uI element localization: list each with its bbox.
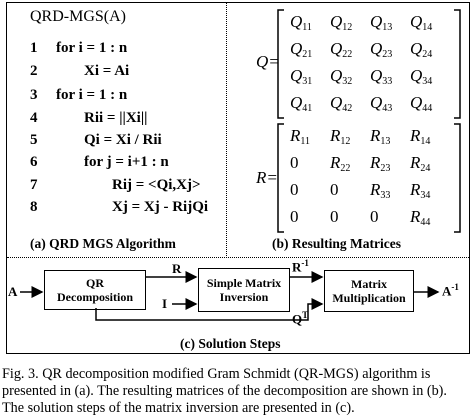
q-matrix-cell: Q42 (330, 93, 353, 114)
r-label: R (172, 261, 182, 276)
q-matrix-cell: Q44 (410, 93, 433, 114)
q-matrix-cell: Q22 (330, 39, 353, 60)
matrix-inversion-block: Simple Matrix Inversion (198, 268, 290, 312)
r-matrix-cell: 0 (330, 180, 339, 199)
r-matrix-brackets (277, 123, 461, 233)
qt-label: QT (292, 310, 309, 327)
r-matrix-cell: R33 (370, 180, 391, 201)
i-label: I (162, 296, 168, 311)
r-matrix-cell: R11 (290, 126, 311, 147)
matrix-multiplication-block: Matrix Multiplication (324, 270, 414, 312)
figure-frame (6, 2, 470, 354)
q-matrix-brackets (277, 9, 461, 119)
r-matrix-cell: R14 (410, 126, 431, 147)
r-matrix-cell: R34 (410, 180, 431, 201)
qr-decomposition-block: QR Decomposition (44, 270, 146, 310)
q-matrix-cell: Q43 (370, 93, 393, 114)
panel-b-caption: (b) Resulting Matrices (272, 236, 401, 251)
q-matrix-cell: Q34 (410, 66, 433, 87)
panel-a-caption: (a) QRD MGS Algorithm (30, 236, 176, 251)
r-matrix-cell: R44 (410, 207, 431, 228)
rinv-label: R-1 (292, 258, 309, 275)
q-matrix-cell: Q13 (370, 12, 393, 33)
r-matrix-label: R= (256, 168, 278, 187)
q-matrix-cell: Q14 (410, 12, 433, 33)
input-a-label: A (8, 284, 18, 299)
r-matrix-cell: R12 (330, 126, 351, 147)
r-matrix-cell: 0 (330, 207, 339, 226)
r-matrix-cell: R23 (370, 153, 391, 174)
r-matrix-cell: R22 (330, 153, 351, 174)
horizontal-separator (7, 257, 469, 258)
r-matrix-cell: 0 (290, 180, 299, 199)
algorithm-title: QRD-MGS(A) (30, 8, 126, 25)
output-label: A-1 (442, 282, 459, 299)
q-matrix-cell: Q24 (410, 39, 433, 60)
r-matrix-cell: R24 (410, 153, 431, 174)
q-matrix-cell: Q41 (290, 93, 313, 114)
figure-caption: Fig. 3. QR decomposition modified Gram S… (2, 366, 447, 416)
vertical-separator (226, 3, 227, 258)
q-matrix-cell: Q23 (370, 39, 393, 60)
solution-diagram (20, 271, 440, 321)
q-matrix-cell: Q12 (330, 12, 353, 33)
q-matrix-cell: Q11 (290, 12, 312, 33)
q-matrix-cell: Q32 (330, 66, 353, 87)
q-matrix-cell: Q33 (370, 66, 393, 87)
r-matrix-cell: 0 (370, 207, 379, 226)
q-matrix-cell: Q21 (290, 39, 313, 60)
q-matrix-cell: Q31 (290, 66, 313, 87)
q-matrix-label: Q= (256, 52, 280, 71)
panel-c-caption: (c) Solution Steps (180, 336, 281, 351)
r-matrix-cell: R13 (370, 126, 391, 147)
qt-path (95, 298, 324, 321)
r-matrix-cell: 0 (290, 207, 299, 226)
r-matrix-cell: 0 (290, 153, 299, 172)
